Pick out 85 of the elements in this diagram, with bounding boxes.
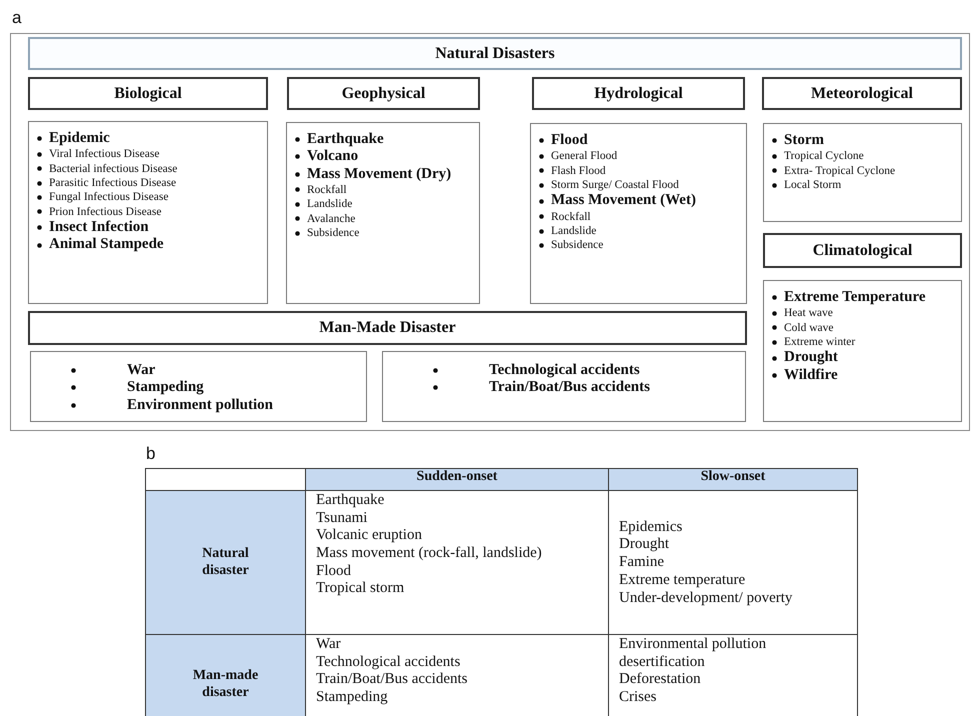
list-item: Landslide [307, 197, 352, 212]
heading: Biological [114, 84, 182, 102]
heading: Geophysical [342, 84, 426, 102]
cell-text: Epidemics [619, 518, 684, 536]
cell-text: Drought [619, 536, 670, 554]
heading: Meteorological [811, 84, 913, 102]
list-item: Fungal Infectious Disease [49, 190, 168, 205]
cell-text: Earthquake [316, 492, 386, 510]
list-box [763, 280, 962, 422]
list-item: Epidemic [49, 130, 110, 148]
list-item: Local Storm [784, 178, 842, 192]
list-item: Avalanche [307, 212, 356, 226]
heading: Man-Made Disaster [319, 319, 456, 337]
cell-text: Deforestation [619, 671, 702, 690]
list-box [286, 122, 480, 304]
list-item: Rockfall [551, 210, 591, 224]
list-item: Bacterial infectious Disease [49, 162, 178, 176]
list-item: Train/Boat/Bus accidents [489, 379, 650, 396]
list-item: Cold wave [784, 320, 834, 335]
heading: Natural Disasters [435, 44, 555, 62]
category-box [763, 233, 962, 268]
list-item: Flash Flood [551, 164, 606, 178]
panel-frame [10, 33, 970, 431]
category-box [762, 77, 962, 110]
cell-text: War [316, 636, 342, 654]
cell-text: Train/Boat/Bus accidents [316, 671, 469, 690]
list-box [530, 123, 747, 304]
category-box [28, 311, 747, 345]
cell-text: Tropical storm [316, 580, 406, 598]
list-item: Tropical Cyclone [784, 149, 864, 164]
list-item: Animal Stampede [49, 236, 164, 254]
cell-text: Stampeding [316, 689, 389, 707]
list-box [30, 351, 367, 422]
list-item: Storm [784, 132, 824, 150]
header-text: Sudden-onset [416, 469, 498, 486]
title-banner [28, 37, 962, 70]
cell-text: desertification [619, 654, 706, 672]
list-item: War [127, 362, 156, 380]
list-item: Rockfall [307, 182, 347, 198]
panel-letter: a [12, 8, 22, 28]
list-box [382, 351, 746, 422]
list-item: Technological accidents [489, 362, 640, 380]
header-text: Slow-onset [700, 469, 766, 486]
category-box [287, 77, 480, 110]
heading: Hydrological [594, 84, 683, 102]
list-item: Subsidence [307, 226, 360, 240]
list-item: Environment pollution [127, 396, 274, 414]
list-box [763, 123, 962, 222]
list-item: Viral Infectious Disease [49, 147, 160, 162]
cell-text: Volcanic eruption [316, 527, 423, 546]
list-item: Wildfire [784, 366, 838, 384]
list-item: Storm Surge/ Coastal Flood [551, 178, 679, 192]
list-item: Flood [551, 132, 588, 150]
cell-text: Environmental pollution [619, 636, 768, 654]
cell-text: Famine [619, 554, 665, 572]
cell-text: Technological accidents [316, 654, 462, 672]
cell-text: Extreme temperature [619, 572, 746, 590]
cell-text: Mass movement (rock-fall, landslide) [316, 545, 543, 563]
list-item: Extra- Tropical Cyclone [784, 164, 896, 178]
list-item: Stampeding [127, 379, 204, 396]
header-text: Natural disaster [201, 546, 250, 580]
panel-letter: b [146, 444, 156, 464]
list-item: Mass Movement (Wet) [551, 192, 696, 210]
list-item: Drought [784, 349, 838, 367]
cell-text: Crises [619, 689, 658, 707]
list-item: General Flood [551, 149, 618, 164]
category-box [532, 77, 745, 110]
list-item: Earthquake [307, 131, 384, 148]
category-box [28, 77, 268, 110]
list-item: Landslide [551, 224, 596, 238]
list-item: Insect Infection [49, 219, 149, 236]
list-item: Volcano [307, 148, 358, 166]
list-item: Extreme Temperature [784, 289, 926, 306]
list-item: Parasitic Infectious Disease [49, 176, 176, 190]
list-box [28, 121, 268, 304]
cell-text: Tsunami [316, 510, 368, 528]
heading: Climatological [812, 242, 912, 260]
list-item: Subsidence [551, 238, 604, 253]
list-item: Extreme winter [784, 335, 856, 350]
list-item: Prion Infectious Disease [49, 204, 162, 220]
header-text: Man-made disaster [192, 668, 260, 702]
cell-text: Under-development/ poverty [619, 590, 794, 608]
list-item: Heat wave [784, 306, 833, 321]
list-item: Mass Movement (Dry) [307, 166, 452, 183]
cell-text: Flood [316, 562, 352, 580]
